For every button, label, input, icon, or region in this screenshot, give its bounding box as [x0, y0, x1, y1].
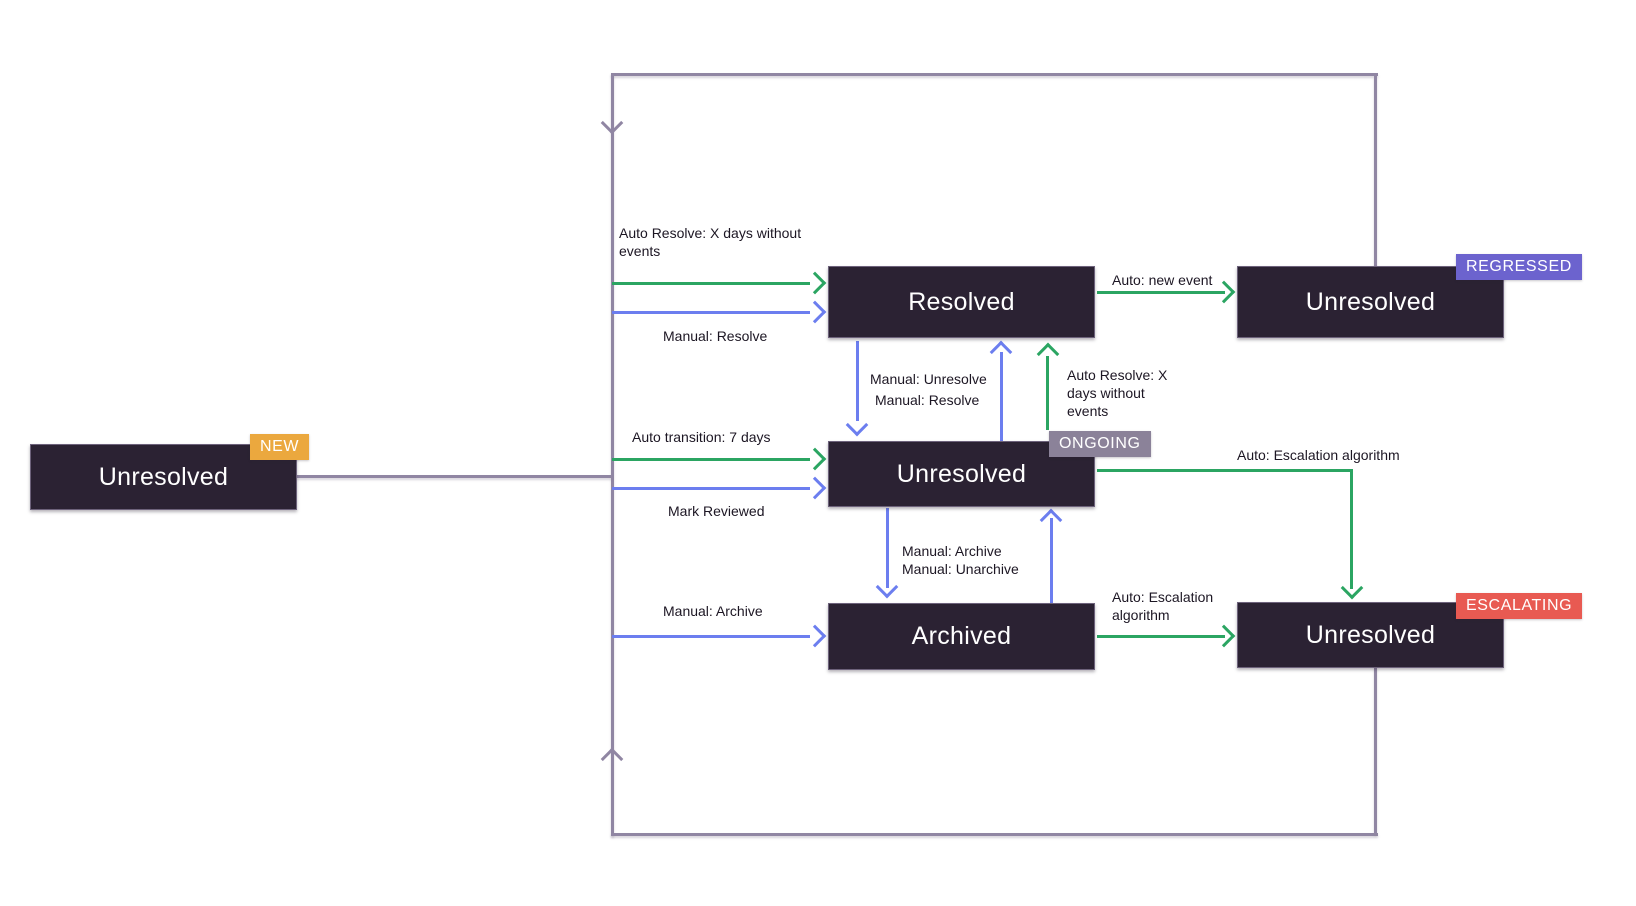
- status-badge-new: NEW: [250, 434, 310, 460]
- edge-label-manual-unarchive: Manual: Unarchive: [902, 561, 1019, 577]
- edge-label-mark-reviewed: Mark Reviewed: [668, 503, 765, 519]
- edge-manual-unresolve-line: [856, 341, 859, 421]
- edge-label-manual-archive-bottom: Manual: Archive: [663, 603, 763, 619]
- status-badge-ongoing: ONGOING: [1049, 431, 1151, 457]
- edge-auto-resolve-mid-line: [1046, 356, 1049, 430]
- status-badge-regressed: REGRESSED: [1456, 254, 1582, 280]
- edge-auto-escalation-bottom-line: [1097, 635, 1225, 638]
- edge-manual-unresolve-arrowhead-icon: [845, 413, 869, 437]
- edge-auto-resolve-top-arrowhead-icon: [803, 271, 827, 295]
- edge-auto-resolve-mid-arrowhead-icon: [1036, 342, 1060, 366]
- edge-label-manual-resolve-mid: Manual: Resolve: [875, 392, 980, 408]
- edge-label-manual-archive-mid: Manual: Archive: [902, 543, 1002, 559]
- edge-label-auto-transition: Auto transition: 7 days: [632, 429, 771, 445]
- loop-line-right-bottom: [1374, 667, 1377, 834]
- edge-manual-archive-mid-arrowhead-icon: [875, 575, 899, 599]
- edge-auto-resolve-top-line: [612, 282, 810, 285]
- loop-line-top: [611, 73, 1378, 76]
- edge-manual-resolve-top-line: [612, 311, 810, 314]
- state-label: Unresolved: [1305, 620, 1436, 649]
- edge-auto-transition-arrowhead-icon: [803, 447, 827, 471]
- edge-label-manual-unresolve: Manual: Unresolve: [870, 371, 987, 387]
- edge-mark-reviewed-arrowhead-icon: [803, 476, 827, 500]
- edge-label-manual-resolve-top: Manual: Resolve: [663, 328, 768, 344]
- edge-manual-resolve-mid-line: [1000, 352, 1003, 441]
- edge-label-auto-resolve-mid: Auto Resolve: X days without events: [1067, 367, 1168, 419]
- edge-label-auto-escalation-right: Auto: Escalation algorithm: [1237, 447, 1400, 463]
- edge-manual-resolve-mid-arrowhead-icon: [989, 340, 1013, 364]
- edge-manual-resolve-top-arrowhead-icon: [803, 300, 827, 324]
- edge-mark-reviewed-line: [612, 487, 810, 490]
- state-box-new-unresolved: Unresolved: [30, 444, 297, 510]
- status-badge-escalating: ESCALATING: [1456, 593, 1583, 619]
- edge-manual-archive-bottom-line: [612, 635, 810, 638]
- state-label: Archived: [911, 622, 1012, 650]
- edge-auto-transition-line: [612, 458, 810, 461]
- state-label: Unresolved: [98, 462, 229, 491]
- state-label: Unresolved: [896, 459, 1027, 488]
- edge-auto-new-event-arrowhead-icon: [1212, 280, 1236, 304]
- edge-manual-unarchive-line: [1050, 518, 1053, 603]
- state-label: Unresolved: [1305, 287, 1436, 316]
- edge-manual-archive-bottom-arrowhead-icon: [803, 624, 827, 648]
- state-box-archived: Archived: [828, 603, 1095, 670]
- edge-manual-archive-mid-line: [886, 508, 889, 588]
- loop-line-left: [611, 73, 614, 836]
- state-box-resolved: Resolved: [828, 266, 1095, 338]
- edge-auto-escalation-right-hline: [1097, 469, 1353, 472]
- loop-arrowhead-down-icon: [600, 111, 624, 135]
- edge-auto-new-event-line: [1097, 291, 1225, 294]
- loop-line-bottom: [611, 833, 1378, 836]
- loop-line-right-top: [1374, 76, 1377, 267]
- edge-auto-escalation-right-arrowhead-icon: [1340, 576, 1364, 600]
- state-label: Resolved: [908, 287, 1015, 316]
- edge-manual-unarchive-arrowhead-icon: [1039, 508, 1063, 532]
- edge-label-auto-resolve-top: Auto Resolve: X days without events: [619, 225, 802, 259]
- edge-label-auto-escalation-bottom: Auto: Escalation algorithm: [1112, 589, 1214, 623]
- loop-arrowhead-up-icon: [600, 747, 624, 771]
- new-connector-line: [296, 475, 612, 478]
- edge-auto-escalation-bottom-arrowhead-icon: [1212, 624, 1236, 648]
- edge-auto-escalation-right-vline: [1350, 469, 1353, 589]
- edge-label-auto-new-event: Auto: new event: [1112, 272, 1213, 288]
